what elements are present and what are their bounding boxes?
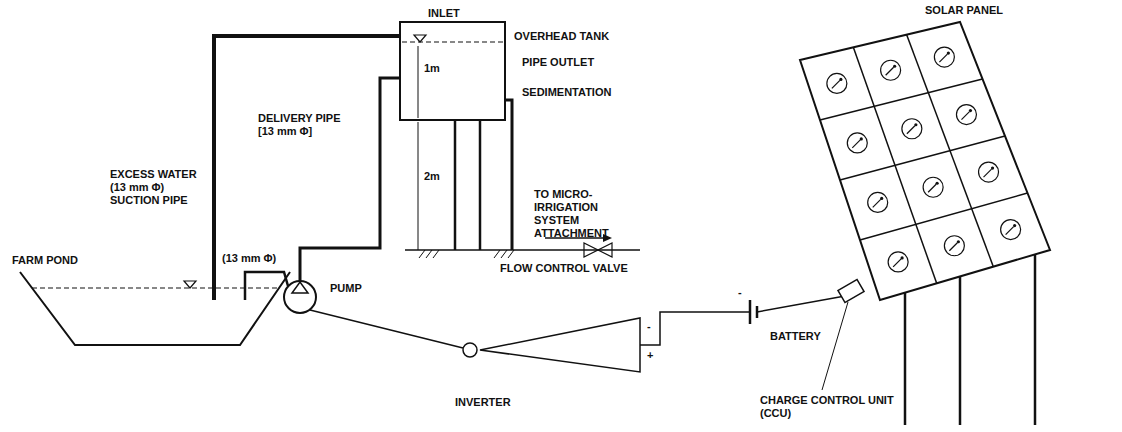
inlet-label: INLET [428,7,460,20]
panel-stand [1034,255,1037,425]
battery-plate [749,300,752,324]
dimension-label: 1m [424,62,440,75]
power-wire [640,312,750,345]
solar-cell-dot [1013,224,1016,227]
pond-label: FARM POND [12,254,78,267]
ground-hatch [419,250,514,258]
dimension-label: 2m [424,170,440,183]
solar-cell [902,119,922,139]
solar-cell [881,60,901,80]
solar-cell-mark [907,126,915,134]
inverter-label: INVERTER [455,396,511,409]
outlet-label: PIPE OUTLET [522,56,594,69]
solar-cell-mark [886,67,894,75]
solar-cell-mark [928,184,936,192]
dimension-line [418,122,419,250]
solar-cell-mark [893,259,901,267]
sedimentation-label: SEDIMENTATION [522,86,611,99]
solar-cell-dot [914,123,917,126]
solar-cell-dot [947,51,950,54]
water-level-mark [414,35,426,42]
pump-symbol [284,281,316,313]
power-wire [757,296,845,312]
pond-outline [20,272,290,345]
valve-symbol [584,243,598,257]
pipe-label: (13 mm Φ) [222,252,276,265]
polarity-sign: + [647,349,653,362]
valve-symbol [598,243,612,257]
solar-cell-dot [936,182,939,185]
panel-grid [840,136,1005,180]
battery-label: BATTERY [770,330,821,343]
solar-cell-dot [893,65,896,68]
solar-cell-mark [873,199,881,207]
solar-cell-dot [860,137,863,140]
solar-cell-mark [961,112,969,120]
excess-water-pipe [214,36,400,300]
solar-cell [847,133,867,153]
solar-cell-mark [832,80,840,88]
water-level-mark [184,281,196,288]
solar-cell [868,192,888,212]
solar-cell-dot [957,240,960,243]
outlet-pipe [505,100,512,250]
leader-line [822,302,848,390]
solar-cell [827,73,847,93]
dimension-tick [413,120,423,121]
tank-leg [479,120,482,250]
solar-cell-dot [969,109,972,112]
solar-cell-mark [984,169,992,177]
delivery-pipe [300,78,400,281]
charge-control-unit [838,279,864,302]
pump-label: PUMP [330,282,362,295]
solar-cell-mark [1006,227,1014,235]
inverter-symbol [480,318,640,372]
pond-water-line [32,287,278,288]
solar-panel [800,22,1050,300]
solar-cell-mark [852,140,860,148]
overhead-tank [400,22,505,120]
panel-frame [800,22,1050,300]
solar-cell-dot [880,197,883,200]
panel-label: SOLAR PANEL [925,4,1003,17]
ccu-label: CHARGE CONTROL UNIT (CCU) [760,394,900,420]
panel-stand [959,277,962,425]
solar-cell-dot [839,78,842,81]
solar-cell [888,252,908,272]
solar-cell-mark [939,54,947,62]
polarity-sign: - [738,286,742,299]
panel-stand [904,293,907,425]
pipe-label: EXCESS WATER (13 mm Φ) SUCTION PIPE [110,168,204,207]
valve-label: FLOW CONTROL VALVE [500,262,628,275]
solar-cell [934,47,954,67]
dimension-line [418,46,419,118]
solar-cell [923,177,943,197]
solar-cell [1001,220,1021,240]
inverter-circle [463,343,477,357]
irrigation-label: TO MICRO-IRRIGATION SYSTEM ATTACHMENT [534,188,638,240]
tank-leg [454,120,457,250]
power-wire [310,310,463,348]
pipe-label: DELIVERY PIPE [13 mm Φ] [258,112,354,138]
solar-cell [956,105,976,125]
solar-cell-dot [991,166,994,169]
pump-arrow [292,282,308,293]
tank-label: OVERHEAD TANK [514,30,609,43]
solar-cell-dot [901,256,904,259]
ground-line [405,249,640,251]
panel-grid [820,79,983,120]
panel-grid [860,193,1028,240]
tank-water-line [402,41,503,42]
solar-cell [979,162,999,182]
suction-pipe [245,272,288,300]
solar-cell-mark [949,243,957,251]
solar-cell [944,236,964,256]
polarity-sign: - [647,320,651,333]
